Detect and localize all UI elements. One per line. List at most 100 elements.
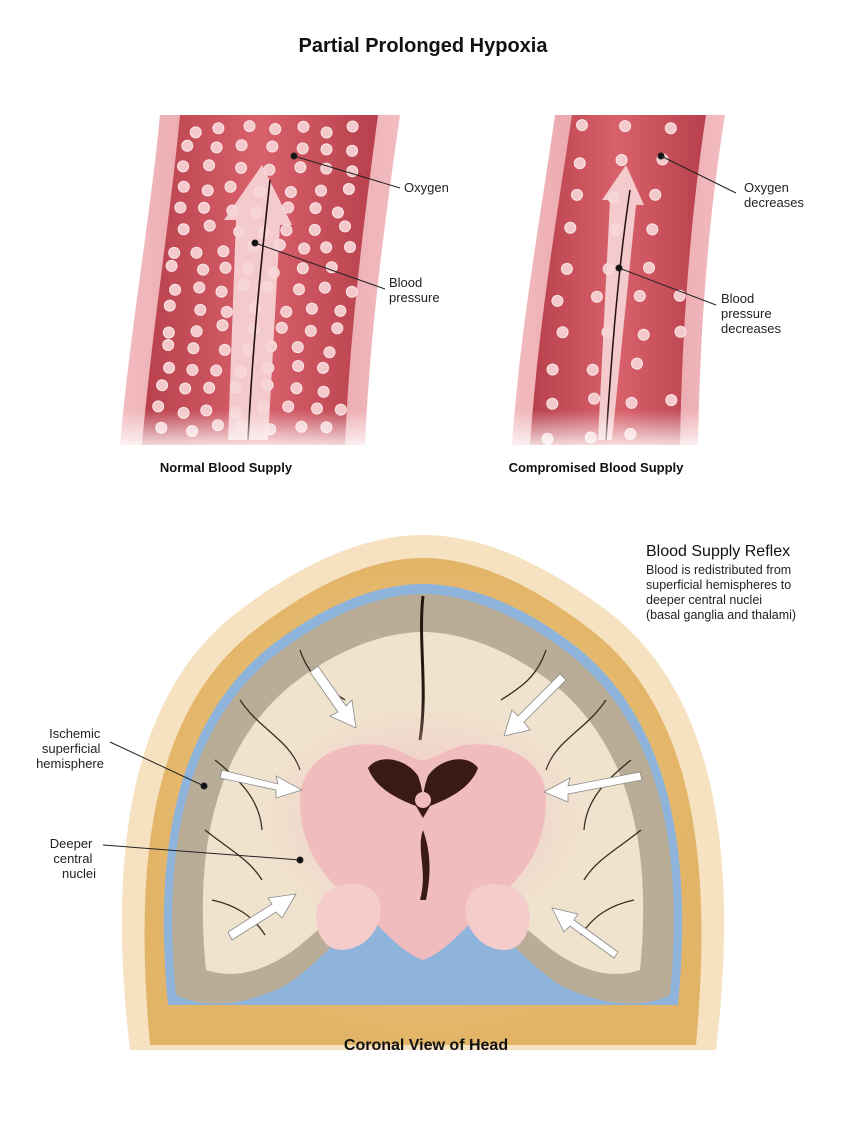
- pressure-arrow-compromised: [598, 165, 644, 440]
- oxygen-bubble: [179, 382, 192, 395]
- oxygen-bubble: [588, 392, 601, 405]
- oxygen-bubble: [177, 223, 190, 236]
- oxygen-bubble: [235, 139, 248, 152]
- oxygen-bubble: [673, 289, 686, 302]
- oxygen-bubble: [280, 305, 293, 318]
- oxygen-bubble: [625, 396, 638, 409]
- oxygen-bubble: [198, 201, 210, 214]
- page-title: Partial Prolonged Hypoxia: [299, 35, 549, 57]
- oxygen-bubble: [346, 120, 359, 133]
- oxygen-bubble: [203, 381, 216, 394]
- oxygen-bubble: [163, 361, 176, 374]
- oxygen-bubble: [556, 326, 569, 339]
- oxygen-bubble: [546, 363, 559, 376]
- oxygen-bubble: [560, 262, 573, 275]
- oxygen-bubble: [637, 328, 650, 341]
- oxygen-bubble: [190, 325, 203, 338]
- oxygen-bubble: [284, 186, 297, 198]
- oxygen-label-normal: Oxygen: [404, 180, 449, 195]
- oxygen-bubble: [297, 120, 310, 133]
- normal-caption: Normal Blood Supply: [160, 460, 293, 475]
- reflex-description: Blood is redistributed from superficial …: [646, 563, 796, 622]
- oxygen-bubble: [291, 341, 304, 354]
- oxygen-bubble: [165, 259, 178, 272]
- oxygen-bubble: [235, 161, 248, 174]
- oxygen-bubble: [631, 357, 643, 370]
- oxygen-bubble: [174, 201, 187, 214]
- oxygen-bubble: [331, 322, 344, 335]
- oxygen-bubble: [181, 139, 194, 152]
- oxygen-bubble: [643, 261, 655, 274]
- oxygen-bubble: [304, 324, 317, 337]
- oxygen-bubble: [197, 263, 210, 276]
- oxygen-bubble: [215, 285, 228, 298]
- oxygen-bubble: [334, 304, 347, 317]
- oxygen-bubble: [309, 202, 322, 215]
- oxygen-bubble: [168, 246, 181, 259]
- reflex-heading: Blood Supply Reflex: [646, 543, 790, 560]
- pressure-label-compromised: Blood pressure decreases: [721, 291, 781, 336]
- oxygen-bubble: [305, 302, 318, 315]
- oxygen-bubble: [298, 242, 311, 255]
- oxygen-bubble: [325, 261, 338, 274]
- oxygen-bubble: [201, 184, 214, 197]
- oxygen-bubble: [218, 343, 231, 356]
- compromised-vessel: [505, 115, 735, 450]
- oxygen-bubble: [646, 223, 659, 236]
- oxygen-bubble: [220, 305, 233, 318]
- oxygen-bubble: [320, 162, 333, 175]
- oxygen-bubble: [317, 385, 330, 398]
- oxygen-bubble: [571, 188, 583, 201]
- brain-leaders: [102, 741, 304, 864]
- oxygen-bubble: [315, 184, 327, 197]
- oxygen-label-compromised: Oxygen decreases: [744, 180, 804, 210]
- coronal-caption: Coronal View of Head: [344, 1037, 508, 1054]
- oxygen-bubble: [546, 397, 559, 410]
- oxygen-bubble: [342, 183, 355, 195]
- oxygen-bubble: [674, 325, 687, 338]
- oxygen-bubble: [551, 294, 564, 307]
- ventricles: [368, 759, 478, 818]
- oxygen-bubble: [344, 241, 356, 253]
- oxygen-bubble: [187, 342, 200, 355]
- vessel-leaders: [251, 152, 737, 306]
- oxygen-bubble: [280, 224, 293, 237]
- oxygen-bubble: [586, 363, 599, 376]
- oxygen-bubble: [296, 262, 309, 275]
- ischemic-label: Ischemic superficial hemisphere: [36, 726, 104, 771]
- oxygen-bubble: [189, 126, 202, 139]
- oxygen-bubble: [217, 245, 230, 258]
- redistribution-arrows: [219, 665, 643, 959]
- oxygen-bubble: [296, 142, 309, 155]
- pressure-label-normal: Blood pressure: [389, 275, 440, 305]
- oxygen-bubble: [615, 154, 628, 166]
- deeper-nuclei-label: Deeper central nuclei: [50, 836, 96, 881]
- oxygen-bubble: [210, 141, 223, 154]
- oxygen-bubble: [320, 143, 333, 156]
- oxygen-bubble: [323, 346, 336, 359]
- oxygen-bubble: [156, 379, 169, 392]
- oxygen-bubble: [320, 126, 333, 139]
- oxygen-bubble: [293, 283, 305, 296]
- oxygen-bubble: [318, 281, 331, 294]
- oxygen-bubble: [576, 119, 588, 132]
- oxygen-bubble: [203, 219, 216, 232]
- oxygen-bubble: [320, 241, 333, 254]
- normal-vessel: [110, 115, 410, 450]
- oxygen-bubble: [665, 394, 678, 407]
- coronal-head: [121, 535, 725, 1050]
- oxygen-bubble: [317, 361, 329, 374]
- oxygen-bubble: [308, 223, 321, 236]
- oxygen-bubble: [190, 246, 203, 259]
- oxygen-bubble: [590, 290, 603, 303]
- oxygen-bubble: [292, 360, 305, 372]
- oxygen-bubble: [210, 364, 223, 377]
- oxygen-bubble: [294, 161, 307, 174]
- oxygen-bubble: [177, 160, 190, 173]
- compromised-caption: Compromised Blood Supply: [509, 460, 685, 475]
- oxygen-bubble: [203, 159, 216, 172]
- oxygen-bubble: [269, 123, 282, 135]
- oxygen-bubble: [619, 120, 632, 133]
- oxygen-bubble: [216, 319, 229, 332]
